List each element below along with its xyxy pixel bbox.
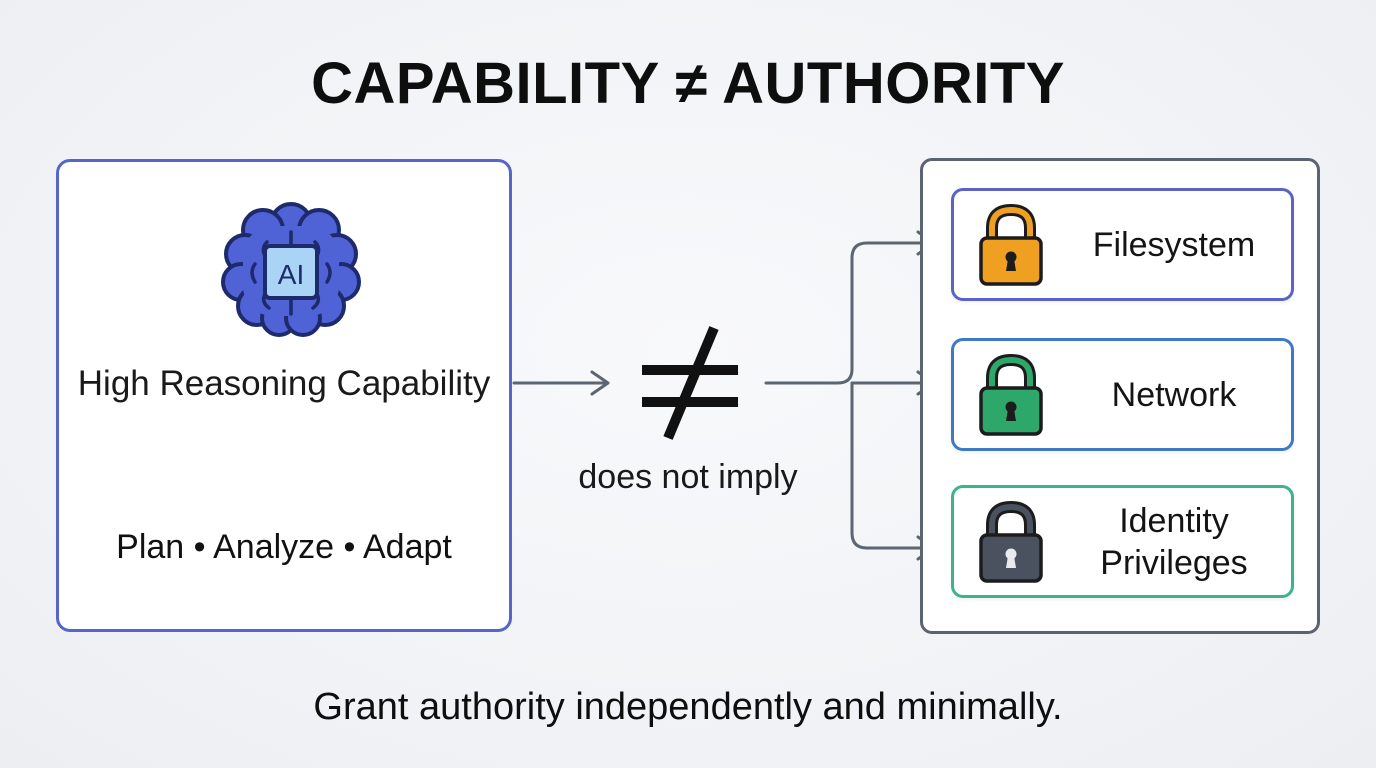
arrow-trunk: [764, 241, 932, 385]
lock-icon-network: [979, 354, 1043, 436]
footer-caption: Grant authority independently and minima…: [313, 686, 1063, 728]
not-equal-symbol: [642, 326, 738, 440]
ai-brain-icon: AI: [221, 202, 361, 337]
resource-card-identity: Identity Privileges: [951, 485, 1294, 598]
relation-caption: does not imply: [578, 458, 798, 496]
resource-label-identity: Identity Privileges: [1100, 501, 1248, 582]
resource-card-network: Network: [951, 338, 1294, 451]
lock-icon-filesystem: [979, 204, 1043, 286]
resource-label-network: Network: [1111, 375, 1237, 414]
page-title: CAPABILITY ≠ AUTHORITY: [311, 51, 1065, 116]
capability-actions: Plan • Analyze • Adapt: [116, 528, 452, 566]
capability-label: High Reasoning Capability: [77, 364, 491, 403]
ai-chip-label: AI: [278, 259, 304, 290]
resource-card-filesystem: Filesystem: [951, 188, 1294, 301]
resource-label-filesystem: Filesystem: [1092, 225, 1256, 264]
authority-panel: Filesystem Network Identity Privileges: [920, 158, 1320, 634]
capability-panel: AI High Reasoning Capability Plan • Anal…: [56, 159, 512, 632]
lock-icon-identity: [979, 501, 1043, 583]
arrow-to-identity: [850, 381, 932, 550]
